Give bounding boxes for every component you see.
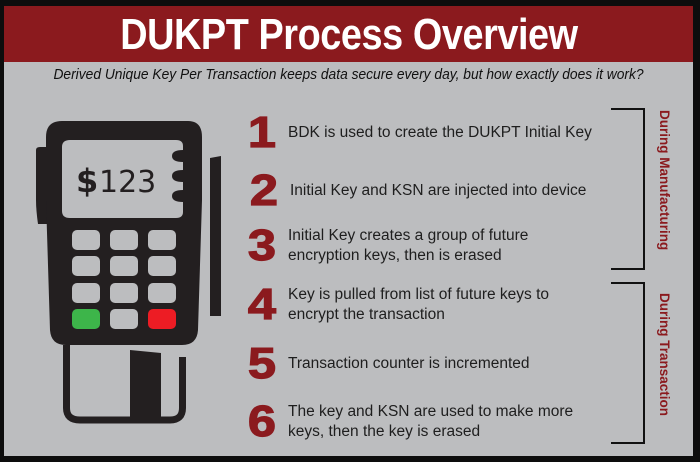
step-3: 3 Initial Key creates a group of future …: [244, 221, 528, 270]
step-text: Initial Key creates a group of future en…: [288, 226, 528, 266]
cancel-key: [148, 309, 176, 329]
title-banner: DUKPT Process Overview: [4, 6, 693, 62]
terminal-side-grip: [36, 147, 48, 224]
key: [72, 256, 100, 276]
step-text: Initial Key and KSN are injected into de…: [290, 181, 586, 201]
terminal-screen: [62, 140, 183, 218]
step-6: 6 The key and KSN are used to make more …: [244, 397, 573, 446]
step-number: 4: [247, 280, 277, 329]
step-number: 1: [247, 108, 277, 157]
page-title: DUKPT Process Overview: [119, 10, 578, 59]
key: [110, 309, 138, 329]
step-text-line: Initial Key and KSN are injected into de…: [290, 182, 587, 199]
key: [110, 283, 138, 303]
step-text-line: encrypt the transaction: [288, 306, 445, 323]
keypad: [72, 230, 176, 329]
key: [110, 256, 138, 276]
screen-currency-symbol: $: [76, 162, 98, 200]
screen-amount: 123: [99, 165, 156, 200]
subtitle: Derived Unique Key Per Transaction keeps…: [53, 66, 644, 83]
step-4: 4 Key is pulled from list of future keys…: [244, 280, 549, 329]
card-slot: [63, 345, 186, 424]
step-number: 6: [247, 397, 277, 446]
transaction-bracket: [611, 282, 645, 444]
phase-label-manufacturing: During Manufacturing: [657, 110, 672, 251]
key: [148, 230, 176, 250]
step-text: Transaction counter is incremented: [288, 354, 530, 374]
step-2: 2 Initial Key and KSN are injected into …: [246, 166, 586, 215]
key: [110, 230, 138, 250]
confirm-key: [72, 309, 100, 329]
step-5: 5 Transaction counter is incremented: [244, 339, 530, 388]
step-text: BDK is used to create the DUKPT Initial …: [288, 123, 592, 143]
step-text: The key and KSN are used to make more ke…: [288, 402, 573, 442]
step-text-line: encryption keys, then is erased: [288, 247, 502, 264]
payment-terminal-icon: $ 123: [36, 121, 221, 424]
key: [72, 283, 100, 303]
step-number: 2: [249, 166, 279, 215]
step-text-line: keys, then the key is erased: [288, 423, 481, 440]
step-number: 5: [247, 339, 277, 388]
step-number: 3: [247, 221, 277, 270]
key: [148, 283, 176, 303]
step-text-line: Key is pulled from list of future keys t…: [288, 286, 550, 303]
manufacturing-bracket: [611, 108, 645, 270]
card-icon: [130, 350, 161, 418]
stylus-icon: [210, 156, 221, 316]
step-text-line: Initial Key creates a group of future: [288, 227, 529, 244]
step-text-line: BDK is used to create the DUKPT Initial …: [288, 124, 592, 141]
step-text-line: The key and KSN are used to make more: [288, 403, 574, 420]
key: [72, 230, 100, 250]
key: [148, 256, 176, 276]
phase-label-transaction: During Transaction: [657, 293, 672, 417]
step-text-line: Transaction counter is incremented: [288, 355, 530, 372]
step-text: Key is pulled from list of future keys t…: [288, 285, 549, 325]
step-1: 1 BDK is used to create the DUKPT Initia…: [244, 108, 592, 157]
